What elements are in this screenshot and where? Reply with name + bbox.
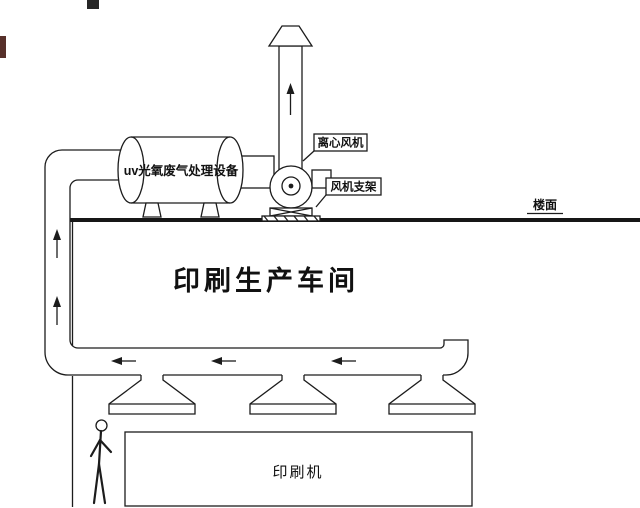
centrifugal-fan — [237, 155, 332, 222]
base-hatch-4 — [293, 215, 299, 222]
roof-label: 楼面 — [533, 197, 557, 212]
hood-2-body — [250, 373, 336, 414]
fan-support-label-box — [325, 177, 382, 196]
worker-figure — [89, 419, 113, 505]
support-brace-2 — [269, 207, 313, 217]
fan-support-label: 风机支架 — [331, 180, 377, 194]
duct-network — [44, 149, 469, 376]
callout-fan-support: 风机支架 — [315, 177, 382, 208]
printing-machine-label: 印刷机 — [272, 464, 323, 481]
extraction-hoods — [108, 373, 476, 415]
uv-leg-left — [142, 202, 162, 218]
duct-outline — [44, 149, 469, 376]
support-base-plate — [261, 215, 321, 222]
base-hatch-1 — [263, 215, 269, 222]
duct-arrow-3-head — [331, 357, 342, 365]
fan-support-label-leader — [315, 194, 327, 208]
base-hatch-3 — [283, 215, 289, 222]
worker-head — [95, 419, 108, 432]
callout-fan: 离心风机 — [302, 133, 368, 162]
duct-arrow-2-head — [211, 357, 222, 365]
hood-2 — [249, 373, 337, 415]
fan-hub — [288, 183, 294, 189]
riser-arrow-1-head — [53, 229, 61, 240]
callout-roof: 楼面 — [527, 197, 563, 215]
hood-2-outline — [249, 375, 337, 415]
scan-artifacts — [0, 0, 99, 58]
artifact-top — [87, 0, 99, 9]
worker-leg-right — [97, 462, 107, 505]
worker-arm-back — [89, 438, 102, 458]
fan-support-frame — [261, 207, 321, 222]
uv-cylinder-seam-left — [130, 136, 145, 204]
hood-3 — [388, 373, 476, 415]
stack-arrow-head — [286, 83, 295, 94]
base-hatch-6 — [313, 215, 319, 222]
fan-label-leader — [302, 150, 315, 162]
hood-1-body — [109, 373, 195, 414]
exhaust-stack — [267, 25, 314, 171]
hood-1-outline — [108, 375, 196, 415]
printing-machine-box — [124, 431, 473, 507]
hood-3-body — [389, 373, 475, 414]
hood-3-outline — [388, 375, 476, 415]
artifact-left-edge — [0, 36, 6, 58]
uv-unit-label: uv光氧废气处理设备 — [124, 163, 239, 178]
duct-arrow-1-head — [111, 357, 122, 365]
worker-arm-front — [98, 438, 113, 454]
uv-treatment-unit: uv光氧废气处理设备 — [117, 136, 244, 218]
hood-1 — [108, 373, 196, 415]
uv-cylinder-seam-right — [216, 136, 231, 204]
fan-inlet-duct — [237, 155, 275, 189]
fan-label-box — [313, 133, 368, 152]
workshop-label: 印刷生产车间 — [173, 265, 359, 296]
base-hatch-2 — [273, 215, 279, 222]
worker-torso — [97, 429, 103, 466]
stack-cap — [267, 25, 314, 47]
base-hatch-5 — [303, 215, 309, 222]
uv-leg-right — [200, 202, 220, 218]
printing-machine: 印刷机 — [124, 431, 473, 507]
worker-leg-left — [92, 462, 101, 505]
riser-arrow-2-head — [53, 296, 61, 307]
airflow-arrows — [53, 229, 356, 365]
fan-label: 离心风机 — [318, 136, 364, 150]
